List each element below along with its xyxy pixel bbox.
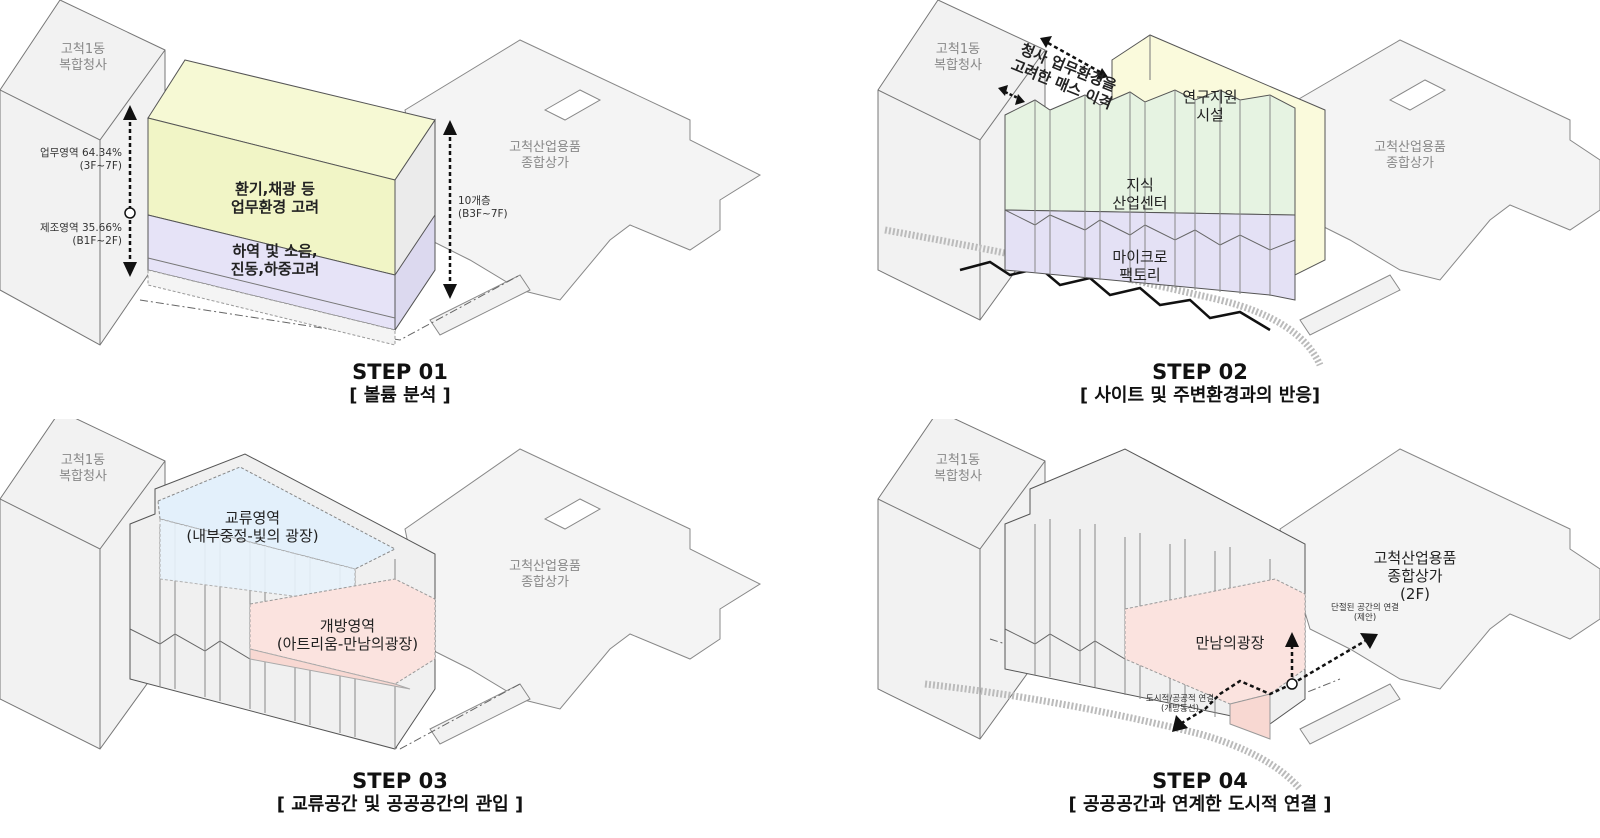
- space-link-note: 단절된 공간의 연결 (제안): [1331, 603, 1399, 624]
- step-01-title: STEP 01: [352, 360, 448, 384]
- building-gocheok1-label: 고척1동 복합청사: [934, 42, 982, 73]
- building-market-label: 고척산업용품 종합상가: [1374, 140, 1446, 171]
- step04-diagram: [877, 419, 1600, 792]
- panel-step-04: 고척1동 복합청사 고척산업용품 종합상가 (2F) 만남의광장 단절된 공간의…: [800, 419, 1600, 838]
- step02-diagram: [877, 0, 1600, 367]
- lower-zone-label: 하역 및 소음, 진동,하중고려: [230, 242, 320, 278]
- building-market-label: 고척산업용품 종합상가 (2F): [1373, 549, 1457, 603]
- panel-step-03: 고척1동 복합청사 고척산업용품 종합상가 교류영역 (내부중정-빛의 광장) …: [0, 419, 800, 838]
- building-market-label: 고척산업용품 종합상가: [509, 140, 581, 171]
- floors-label: 10개층 (B3F~7F): [458, 195, 508, 220]
- mfg-ratio-label: 제조영역 35.66% (B1F~2F): [39, 222, 122, 247]
- panel-step-01: 고척1동 복합청사 고척산업용품 종합상가 환기,채광 등 업무환경 고려 하역…: [0, 0, 800, 419]
- upper-zone-label: 환기,채광 등 업무환경 고려: [230, 180, 320, 216]
- step-01-subtitle: [ 볼륨 분석 ]: [349, 385, 451, 406]
- step01-diagram: [0, 0, 762, 346]
- research-support-label: 연구지원 시설: [1182, 88, 1238, 124]
- building-gocheok1-label: 고척1동 복합청사: [934, 453, 982, 484]
- step-03-title: STEP 03: [352, 769, 448, 793]
- knowledge-center-label: 지식 산업센터: [1112, 176, 1168, 212]
- building-gocheok1-label: 고척1동 복합청사: [59, 453, 107, 484]
- step-02-subtitle: [ 사이트 및 주변환경과의 반응]: [1079, 385, 1321, 406]
- step03-diagram: [0, 419, 762, 750]
- micro-factory-label: 마이크로 팩토리: [1112, 248, 1168, 284]
- exchange-zone-label: 교류영역 (내부중정-빛의 광장): [186, 509, 319, 545]
- meeting-plaza-label: 만남의광장: [1195, 634, 1265, 652]
- panel-step-02: 고척1동 복합청사 고척산업용품 종합상가 청사 업무환경을 고려한 매스 이격…: [800, 0, 1600, 419]
- step-04-title: STEP 04: [1152, 769, 1248, 793]
- open-zone-label: 개방영역 (아트리움-만남의광장): [276, 617, 419, 653]
- step-02-title: STEP 02: [1152, 360, 1248, 384]
- urban-link-note: 도시적/공공적 연결 (개방동선): [1145, 694, 1215, 715]
- step-04-subtitle: [ 공공공간과 연계한 도시적 연결 ]: [1068, 794, 1332, 815]
- step-03-subtitle: [ 교류공간 및 공공공간의 관입 ]: [276, 794, 524, 815]
- building-market-label: 고척산업용품 종합상가: [509, 559, 581, 590]
- building-gocheok1-label: 고척1동 복합청사: [59, 42, 107, 73]
- office-ratio-label: 업무영역 64.34% (3F~7F): [39, 147, 122, 172]
